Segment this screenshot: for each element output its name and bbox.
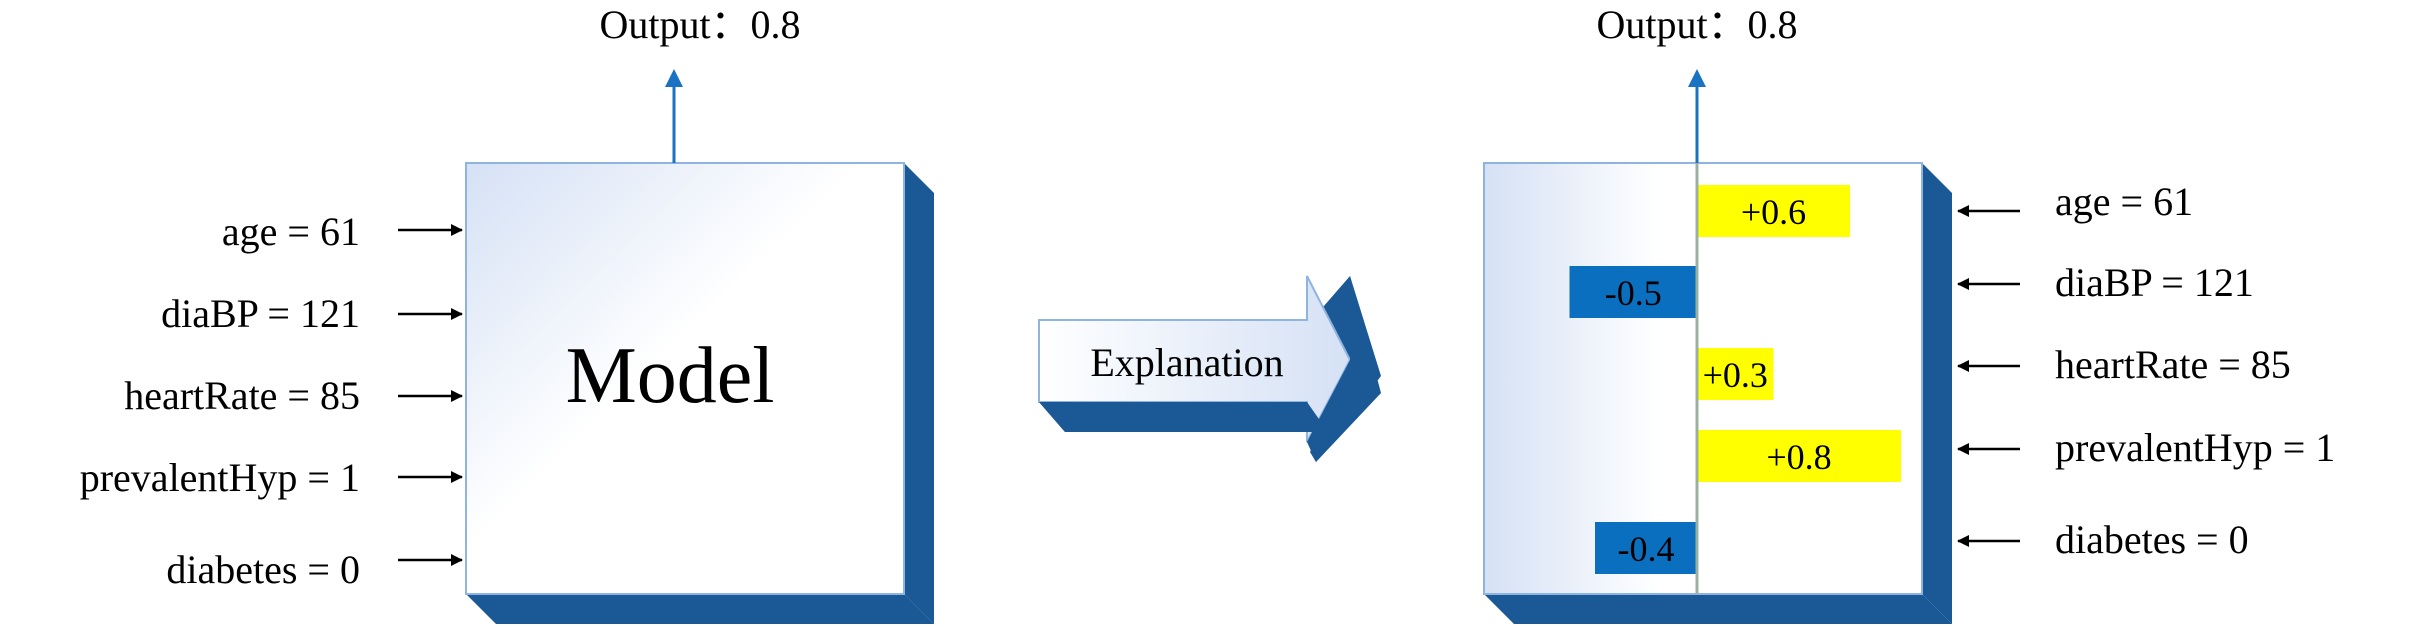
model-input-diabp: diaBP = 121: [161, 291, 463, 336]
contribution-value-diabp: -0.5: [1605, 273, 1662, 313]
contribution-bar-prevalenthyp: [1697, 430, 1901, 482]
explanation-arrow-depth-bottom: [1039, 402, 1328, 432]
explanation-output-label: Output：0.8: [1596, 2, 1797, 47]
explanation-block: Output：0.8: [1483, 2, 1952, 624]
feature-diabetes: diabetes = 0: [1957, 517, 2249, 562]
contribution-bar-diabp: [1569, 266, 1697, 318]
contribution-bar-diabetes: [1595, 522, 1697, 574]
model-input-heartrate: heartRate = 85: [124, 373, 463, 418]
model-box-face: [465, 162, 905, 595]
input-label-diabetes: diabetes = 0: [166, 547, 360, 592]
model-inputs: age = 61 diaBP = 121 heartRate = 85 prev…: [80, 209, 463, 592]
model-input-age: age = 61: [222, 209, 463, 254]
model-input-diabetes: diabetes = 0: [166, 547, 463, 592]
input-label-age: age = 61: [222, 209, 360, 254]
feature-prevalenthyp: prevalentHyp = 1: [1957, 425, 2335, 470]
model-box-depth-right: [904, 163, 934, 624]
contribution-bar-age: [1697, 185, 1850, 237]
input-label-heartrate: heartRate = 85: [124, 373, 360, 418]
model-block: Model Output：0.8: [465, 2, 934, 624]
model-input-prevalenthyp: prevalentHyp = 1: [80, 455, 463, 500]
feature-label-age: age = 61: [2055, 179, 2193, 224]
explanation-box-depth-right: [1922, 163, 1952, 624]
contribution-bar-heartrate: [1697, 348, 1774, 400]
explanation-features: age = 61 diaBP = 121 heartRate = 85 prev…: [1957, 179, 2335, 562]
model-title: Model: [566, 332, 775, 420]
explanation-arrow-depth-head: [1307, 276, 1381, 462]
feature-label-prevalenthyp: prevalentHyp = 1: [2055, 425, 2335, 470]
explanation-arrow-label: Explanation: [1090, 340, 1283, 385]
contribution-value-age: +0.6: [1741, 192, 1806, 232]
contribution-value-diabetes: -0.4: [1618, 529, 1675, 569]
contribution-value-prevalenthyp: +0.8: [1766, 437, 1831, 477]
explanation-arrow: Explanation: [1038, 275, 1381, 462]
feature-label-diabp: diaBP = 121: [2055, 260, 2254, 305]
contribution-value-heartrate: +0.3: [1703, 355, 1768, 395]
feature-heartrate: heartRate = 85: [1957, 342, 2291, 387]
feature-diabp: diaBP = 121: [1957, 260, 2254, 305]
model-box-depth-bottom: [466, 594, 934, 624]
input-label-diabp: diaBP = 121: [161, 291, 360, 336]
feature-age: age = 61: [1957, 179, 2193, 224]
input-label-prevalenthyp: prevalentHyp = 1: [80, 455, 360, 500]
feature-label-heartrate: heartRate = 85: [2055, 342, 2291, 387]
contribution-bars: +0.6 -0.5 +0.3 +0.8 -0.4: [1569, 185, 1901, 574]
model-output-label: Output：0.8: [599, 2, 800, 47]
feature-label-diabetes: diabetes = 0: [2055, 517, 2249, 562]
explanation-box-depth-bottom: [1484, 594, 1952, 624]
